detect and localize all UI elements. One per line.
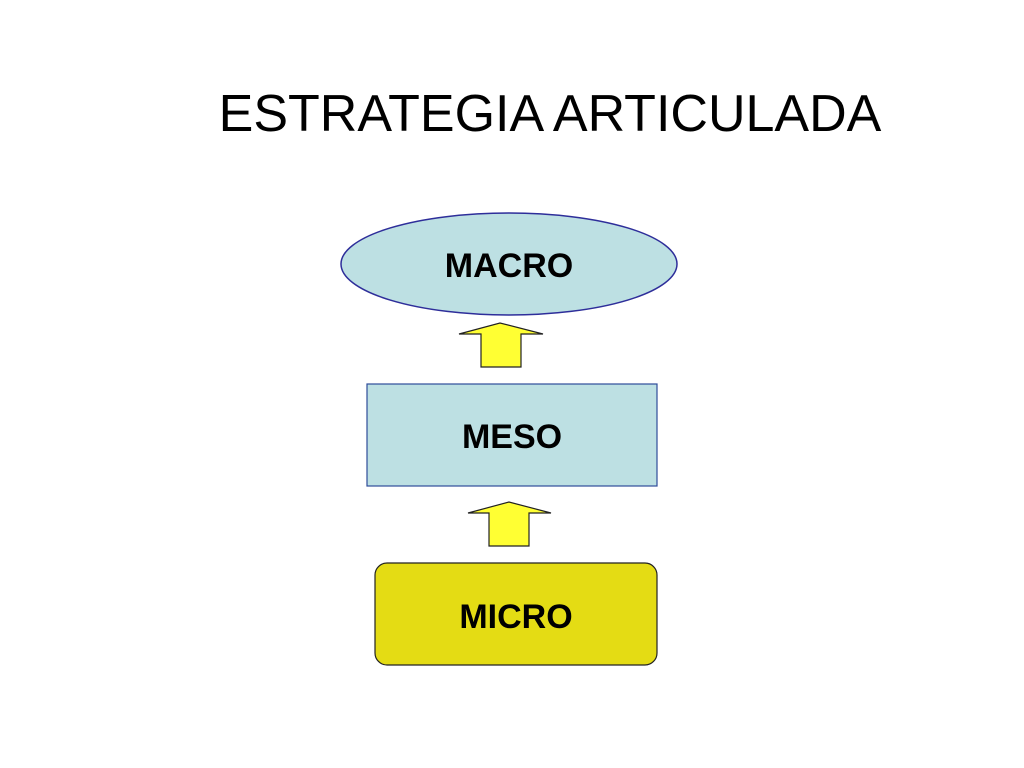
meso-label: MESO — [462, 418, 562, 456]
macro-label: MACRO — [445, 247, 573, 285]
micro-node: MICRO — [374, 562, 658, 666]
arrow-up-icon — [458, 322, 544, 368]
slide-title: ESTRATEGIA ARTICULADA — [218, 85, 882, 143]
arrow-up-icon — [467, 501, 552, 547]
micro-box — [374, 562, 658, 666]
meso-box — [366, 383, 658, 487]
macro-node: MACRO — [340, 212, 678, 316]
micro-label: MICRO — [459, 598, 572, 636]
macro-ellipse — [340, 212, 678, 316]
meso-node: MESO — [366, 383, 658, 487]
